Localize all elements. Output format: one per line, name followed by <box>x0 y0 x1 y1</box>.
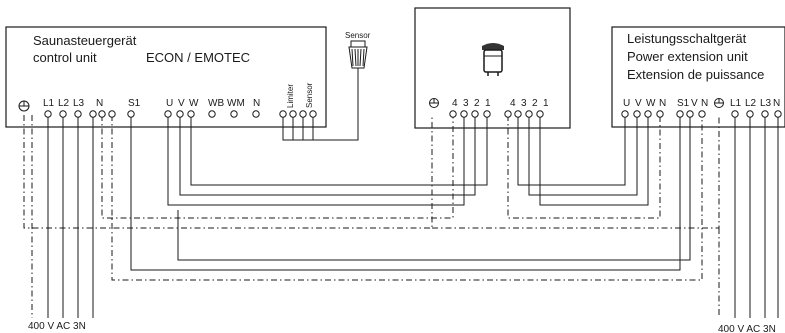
wires-solid <box>47 68 779 318</box>
ext-label-l1: L1 <box>730 98 742 109</box>
heater-right-label-3: 3 <box>521 98 527 109</box>
cu-label-wm: WM <box>227 98 245 109</box>
cu-label-l3: L3 <box>73 98 85 109</box>
heater-left-label-4: 4 <box>452 98 458 109</box>
cu-label-s1: S1 <box>128 98 141 109</box>
cu-label-v: V <box>178 98 185 109</box>
control-unit-model: ECON / EMOTEC <box>146 50 250 65</box>
cu-label-l1: L1 <box>43 98 55 109</box>
heater-right-label-4: 4 <box>510 98 516 109</box>
sensor-probe-icon <box>348 40 368 69</box>
heater-earth-icon <box>429 98 439 108</box>
supply-right-label: 400 V AC 3N <box>718 324 776 333</box>
cu-label-n2: N <box>253 98 260 109</box>
ext-earth-icon <box>714 98 724 108</box>
ext-label-v: V <box>635 98 642 109</box>
cu-terminals <box>44 110 317 118</box>
ext-terminals <box>621 110 782 118</box>
ext-label-u: U <box>623 98 630 109</box>
sensor-label: Sensor <box>345 31 371 40</box>
heater-right-label-2: 2 <box>532 98 538 109</box>
extension-title-de: Leistungsschaltgerät <box>627 31 747 46</box>
extension-title-en: Power extension unit <box>627 49 748 64</box>
cu-label-u: U <box>166 98 173 109</box>
sauna-heater-icon <box>482 43 504 76</box>
extension-title-fr: Extension de puissance <box>627 67 764 82</box>
control-unit-title-en: control unit <box>33 50 97 65</box>
ext-label-n2: N <box>701 98 708 109</box>
wires-dashed <box>23 115 720 318</box>
cu-label-w: W <box>189 98 199 109</box>
heater-terminals <box>449 110 544 118</box>
ext-label-s1: S1 <box>677 98 690 109</box>
cu-earth-icon <box>18 100 30 112</box>
heater-left-label-2: 2 <box>474 98 480 109</box>
ext-label-w: W <box>646 98 656 109</box>
cu-label-limiter: Limiter <box>286 84 295 108</box>
ext-label-l2: L2 <box>745 98 757 109</box>
extension-unit-box <box>611 26 785 128</box>
heater-right-label-1: 1 <box>543 98 549 109</box>
ext-label-v2: V <box>691 98 698 109</box>
ext-label-n3: N <box>773 98 780 109</box>
supply-left-label: 400 V AC 3N <box>28 321 86 332</box>
ext-label-n: N <box>659 98 666 109</box>
heater-left-label-3: 3 <box>463 98 469 109</box>
control-unit-title-de: Saunasteuergerät <box>33 33 137 48</box>
control-unit-box <box>5 26 327 128</box>
cu-label-sensor: Sensor <box>305 82 314 108</box>
cu-label-wb: WB <box>208 98 224 109</box>
cu-label-n: N <box>96 98 103 109</box>
ext-label-l3: L3 <box>760 98 772 109</box>
heater-left-label-1: 1 <box>485 98 491 109</box>
cu-label-l2: L2 <box>58 98 70 109</box>
